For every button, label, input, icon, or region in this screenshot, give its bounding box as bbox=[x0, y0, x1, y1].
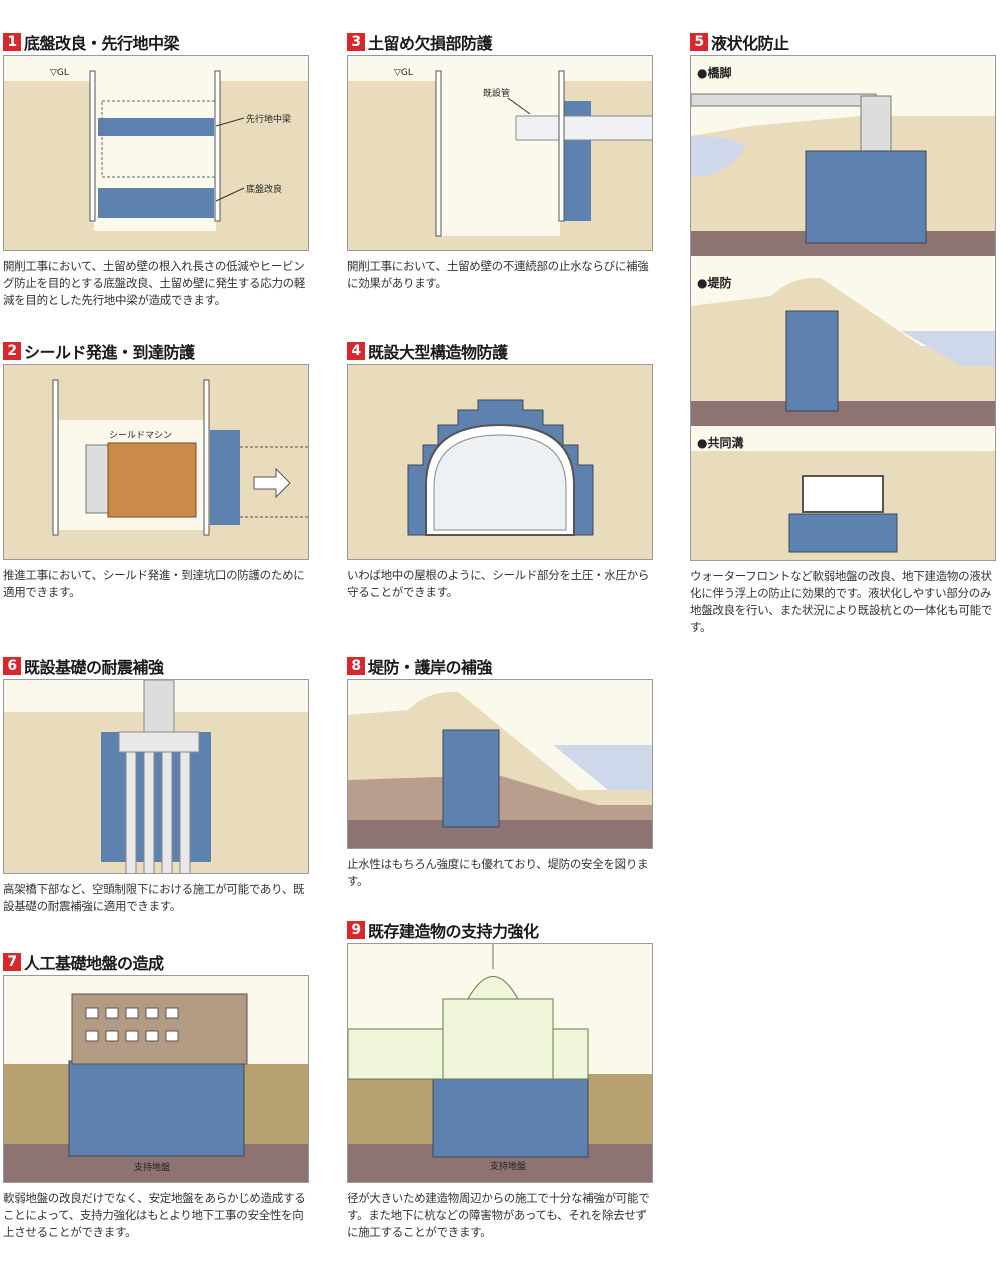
diagram-shield: シールドマシン bbox=[3, 364, 309, 560]
diagram-levee bbox=[347, 679, 653, 849]
diagram-liquefaction: ●橋脚 ●堤防 ●共同溝 bbox=[690, 55, 996, 561]
diagram-structure-protection bbox=[347, 364, 653, 560]
diagram-existing-building: 支持地盤 bbox=[347, 943, 653, 1183]
diagram-bottom-improvement: ▽GL 先行地中梁 底盤改良 bbox=[3, 55, 309, 251]
diagram-seismic bbox=[3, 679, 309, 874]
diagram-artificial-ground: 支持地盤 bbox=[3, 975, 309, 1183]
diagram-wall-defect: ▽GL 既設管 bbox=[347, 55, 653, 251]
